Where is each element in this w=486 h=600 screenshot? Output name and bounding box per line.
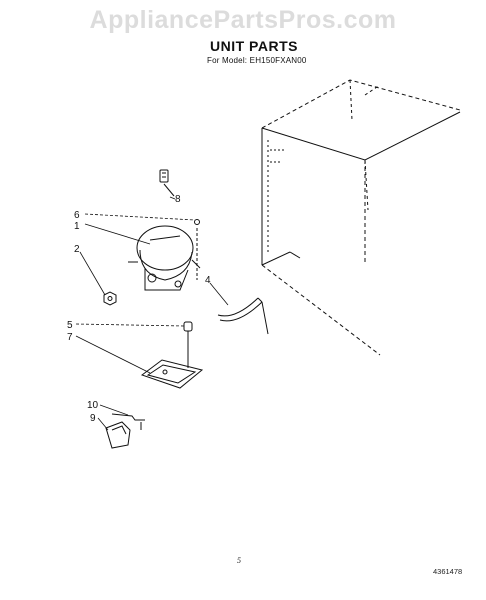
- part-7-base-plate: [140, 359, 204, 389]
- part-4-component: [217, 297, 269, 335]
- callout-1: 1: [74, 221, 80, 232]
- leader-lines: [75, 196, 229, 431]
- page-number: 5: [237, 556, 241, 565]
- callout-10: 10: [87, 400, 99, 411]
- part-6-grommet: [194, 219, 200, 225]
- part-5-grommet: [183, 321, 193, 368]
- cabinet-outline: [261, 79, 461, 356]
- model-subtitle: For Model: EH150FXAN00: [207, 56, 307, 65]
- callout-8: 8: [175, 194, 181, 205]
- diagram-title: UNIT PARTS: [210, 38, 298, 54]
- part-1-compressor: [128, 225, 201, 291]
- callout-9: 9: [90, 413, 96, 424]
- callout-5: 5: [67, 320, 73, 331]
- callout-6: 6: [74, 210, 80, 221]
- part-9-clip: [105, 421, 131, 449]
- watermark: AppliancePartsPros.com: [89, 6, 397, 34]
- part-2-nut: [103, 291, 117, 306]
- callout-7: 7: [67, 332, 73, 343]
- callout-2: 2: [74, 244, 80, 255]
- diagram-part-id: 4361478: [433, 567, 463, 576]
- part-10-bracket: [111, 413, 145, 430]
- part-8-relay: [159, 169, 175, 197]
- callout-4: 4: [205, 275, 211, 286]
